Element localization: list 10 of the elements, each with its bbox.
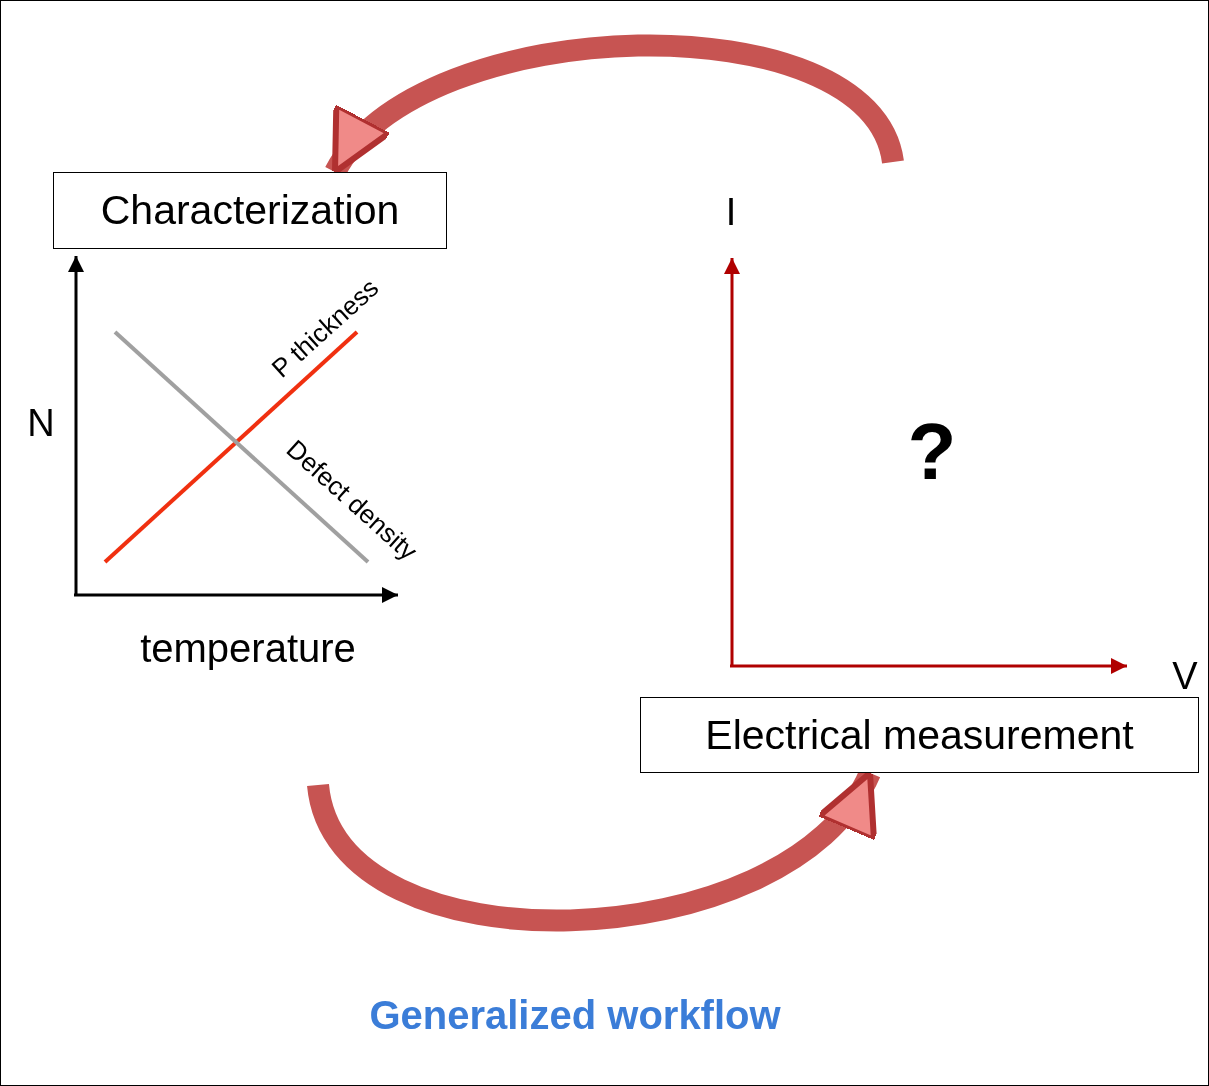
diagram-title: Generalized workflow (369, 992, 781, 1038)
axis-label: V (1172, 657, 1198, 695)
axis-label: I (725, 193, 737, 231)
box-label: Electrical measurement (705, 711, 1134, 759)
box-label: Characterization (100, 187, 400, 234)
process-box (640, 697, 1199, 773)
axis-label: temperature (140, 628, 356, 668)
question-mark: ? (907, 412, 957, 492)
process-box (53, 172, 447, 249)
axis-label: N (27, 404, 55, 442)
